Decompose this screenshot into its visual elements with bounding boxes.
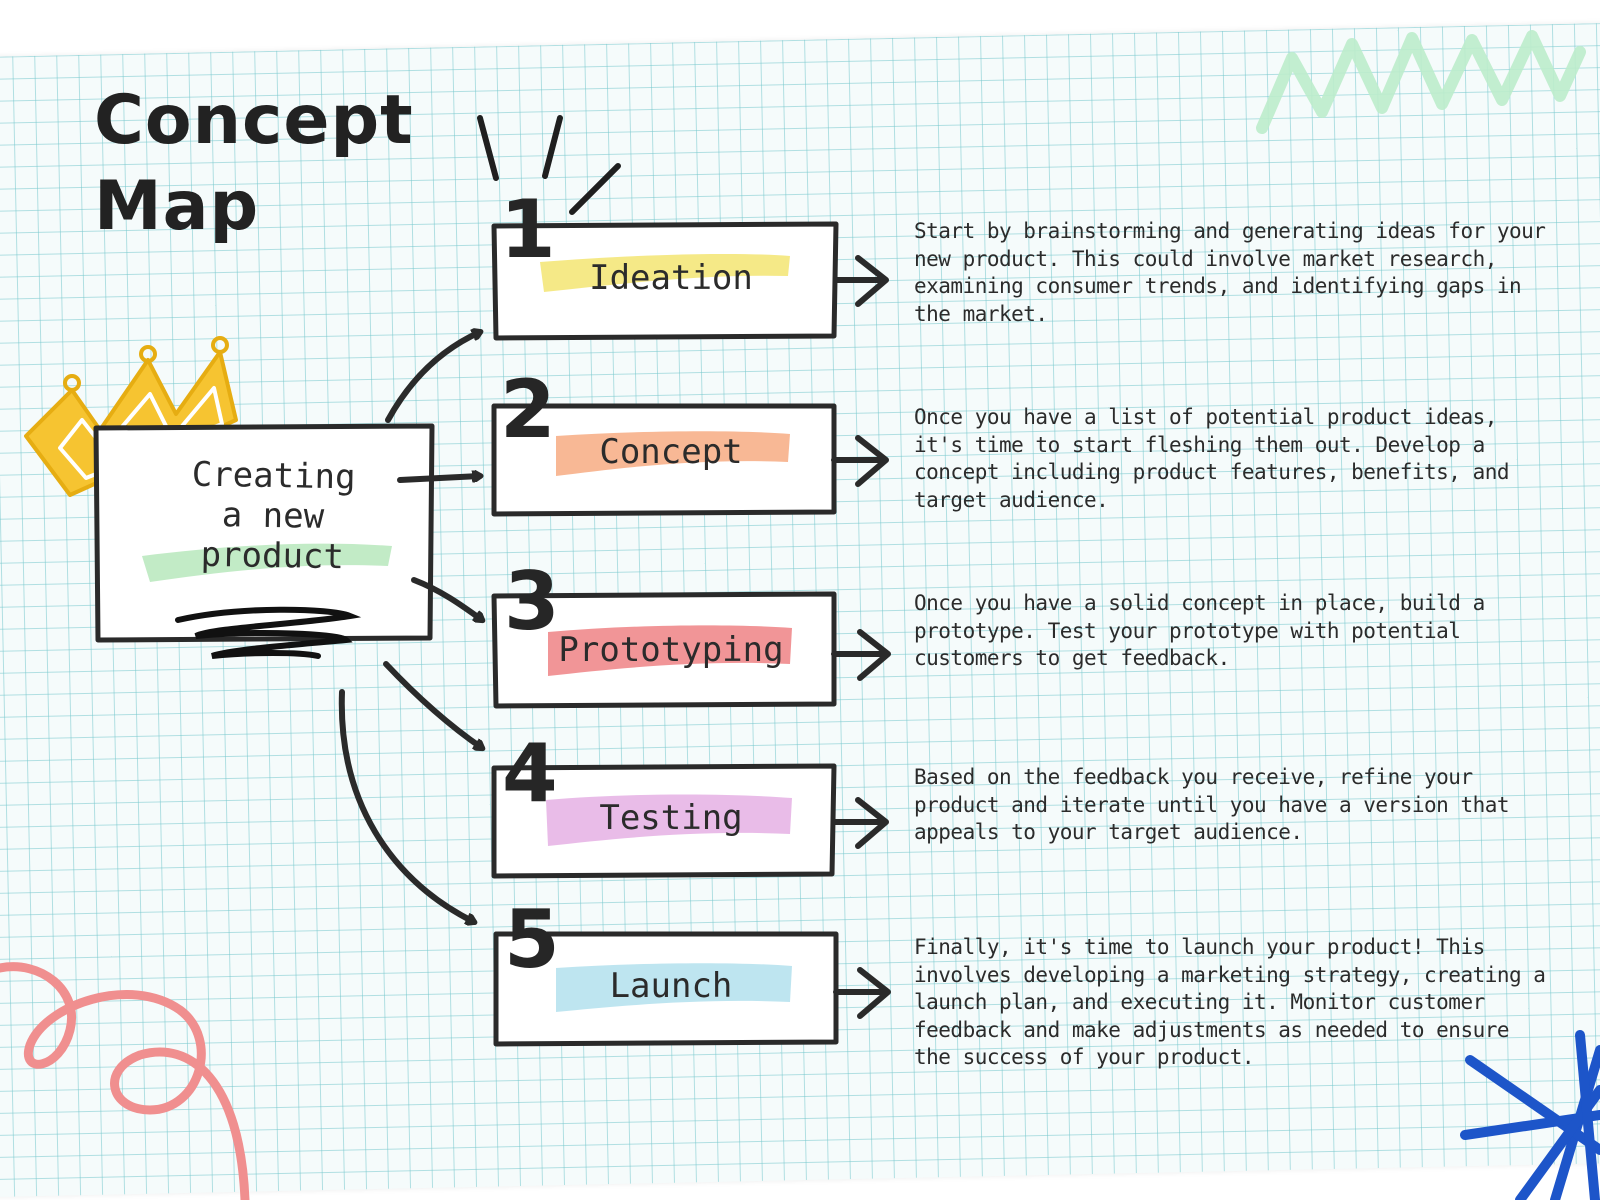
step-number-2: 2 bbox=[500, 363, 556, 456]
step-label-3: Prototyping bbox=[558, 630, 784, 670]
step-label-5: Launch bbox=[609, 966, 733, 1006]
connector-arrows bbox=[338, 332, 482, 922]
connector-arrow-1 bbox=[385, 332, 480, 423]
step-arrow-3 bbox=[831, 629, 891, 681]
step-label-2: Concept bbox=[599, 432, 743, 472]
step-arrow-2 bbox=[831, 435, 889, 487]
scribble-underline bbox=[175, 606, 362, 659]
page-title: Concept Map bbox=[94, 78, 414, 250]
step-box-4 bbox=[491, 763, 889, 879]
step-number-1: 1 bbox=[500, 183, 556, 276]
connector-arrow-4 bbox=[383, 661, 482, 748]
connector-arrow-2 bbox=[397, 476, 480, 483]
step-description-5: Finally, it's time to launch your produc… bbox=[914, 935, 1546, 1069]
swirl-decoration bbox=[0, 962, 250, 1200]
step-box-5 bbox=[493, 931, 891, 1047]
burst-lines-icon bbox=[477, 115, 621, 215]
step-description-3: Once you have a solid concept in place, … bbox=[914, 591, 1485, 670]
zigzag-decoration bbox=[1256, 30, 1586, 134]
step-number-5: 5 bbox=[504, 893, 560, 986]
step-number-3: 3 bbox=[504, 555, 560, 648]
step-box-3 bbox=[491, 591, 891, 709]
step-description-1: Start by brainstorming and generating id… bbox=[914, 219, 1546, 326]
step-arrow-5 bbox=[833, 967, 891, 1019]
step-arrow-1 bbox=[833, 255, 889, 307]
title-line-1: Concept bbox=[94, 81, 414, 160]
center-label-line-1: Creating bbox=[191, 454, 356, 498]
star-decoration bbox=[1460, 1030, 1600, 1200]
center-node bbox=[93, 423, 435, 659]
step-boxes bbox=[491, 221, 891, 1047]
title-line-2: Map bbox=[94, 167, 260, 246]
step-arrow-4 bbox=[831, 797, 889, 849]
connector-arrow-3 bbox=[411, 577, 482, 620]
step-label-1: Ideation bbox=[589, 258, 753, 298]
step-description-4: Based on the feedback you receive, refin… bbox=[914, 765, 1510, 844]
step-label-4: Testing bbox=[599, 798, 743, 838]
step-number-4: 4 bbox=[502, 727, 558, 820]
step-box-2 bbox=[491, 403, 889, 517]
center-label-line-3: product bbox=[200, 534, 345, 578]
connector-arrow-5 bbox=[338, 689, 474, 922]
step-description-2: Once you have a list of potential produc… bbox=[914, 405, 1510, 512]
center-node-label: Creating a new product bbox=[127, 453, 419, 578]
center-label-line-2: a new bbox=[221, 495, 325, 537]
step-box-1 bbox=[491, 221, 889, 341]
